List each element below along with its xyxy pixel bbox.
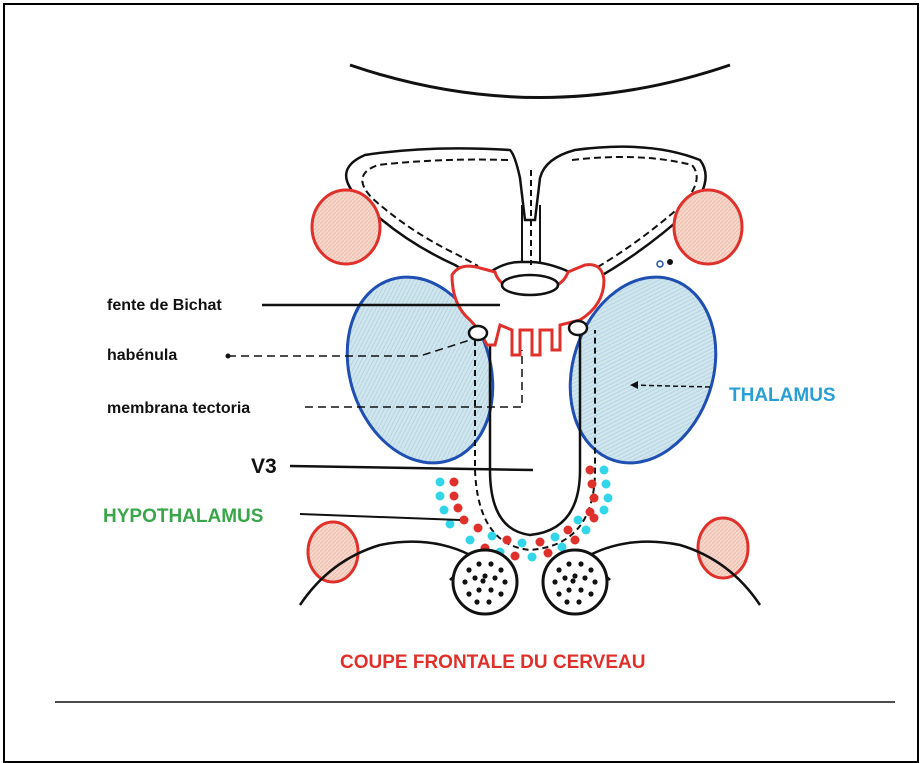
mammillary-dot (476, 587, 481, 592)
hypothalamus-dot (586, 466, 595, 475)
caption-coupe-frontale: COUPE FRONTALE DU CERVEAU (340, 652, 645, 673)
amygdala-right (698, 518, 748, 578)
label-membrana-tectoria: membrana tectoria (107, 400, 250, 417)
hypothalamus-dot (574, 516, 583, 525)
mammillary-dot (486, 599, 491, 604)
mammillary-dot (488, 561, 493, 566)
upper-arc (350, 65, 730, 98)
hypothalamus-dot (436, 478, 445, 487)
mammillary-dot (576, 599, 581, 604)
mammillary-dot (498, 567, 503, 572)
hypothalamus-dot (590, 494, 599, 503)
habenula-leader-dot (226, 354, 231, 359)
hypothalamus-dot (488, 532, 497, 541)
small-dot-black (667, 259, 673, 265)
mammillary-dot (488, 587, 493, 592)
mammillary-dot (466, 567, 471, 572)
label-thalamus: THALAMUS (729, 385, 836, 406)
label-v3: V3 (251, 455, 277, 478)
hypothalamus-dot (600, 506, 609, 515)
hypothalamus-dot (454, 504, 463, 513)
mammillary-dot (556, 567, 561, 572)
mammillary-dot (592, 579, 597, 584)
mammillary-dot (476, 561, 481, 566)
hypothalamus-dot (582, 526, 591, 535)
hypothalamus-dot (446, 520, 455, 529)
lateral-ventricles-outline (346, 147, 705, 282)
mammillary-dot (502, 579, 507, 584)
mammillary-dot (482, 573, 487, 578)
hypothalamus-leader (300, 514, 460, 520)
label-habenula: habénula (107, 347, 177, 364)
amygdala-left (308, 522, 358, 582)
mammillary-dot (562, 575, 567, 580)
hypothalamus-dot (600, 466, 609, 475)
hypothalamus-dot (466, 536, 475, 545)
mammillary-dot (578, 587, 583, 592)
label-hypothalamus: HYPOTHALAMUS (103, 506, 263, 527)
hypothalamus-dot (511, 552, 520, 561)
hypothalamus-dot (551, 533, 560, 542)
mammillary-dot (570, 578, 575, 583)
hypothalamus-dot (602, 480, 611, 489)
small-dot-blue (657, 261, 663, 267)
hypothalamus-dot (588, 480, 597, 489)
mammillary-dot (472, 575, 477, 580)
mammillary-dot (566, 561, 571, 566)
hypothalamus-dot (474, 524, 483, 533)
hypothalamus-dot (436, 492, 445, 501)
hypothalamus-dot (564, 526, 573, 535)
third-ventricle (490, 330, 580, 535)
mammillary-dot (466, 591, 471, 596)
caudate-right (674, 190, 742, 264)
hypothalamus-dot (586, 508, 595, 517)
hypothalamus-dot (460, 516, 469, 525)
mammillary-dot (552, 579, 557, 584)
mammillary-dot (588, 567, 593, 572)
label-fente-de-bichat: fente de Bichat (107, 297, 222, 314)
hypothalamus-dot (518, 539, 527, 548)
bichat-central-oval (502, 275, 558, 295)
hypothalamus-dot (450, 478, 459, 487)
habenula-right (569, 321, 587, 335)
mammillary-dot (566, 587, 571, 592)
hypothalamus-dot (440, 506, 449, 515)
habenula-left (469, 326, 487, 340)
hypothalamus-dot (571, 536, 580, 545)
hypothalamus-dot (503, 536, 512, 545)
mammillary-dot (588, 591, 593, 596)
hypothalamus-dot (528, 553, 537, 562)
mammillary-dot (578, 561, 583, 566)
brain-coronal-section-diagram: fente de Bichat habénula membrana tector… (0, 0, 923, 745)
hypothalamus-dots (436, 466, 613, 562)
hypothalamus-dot (604, 494, 613, 503)
hypothalamus-dot (536, 538, 545, 547)
mammillary-dot (564, 599, 569, 604)
ventricle-dashed-lining (362, 157, 696, 275)
mammillary-dot (492, 575, 497, 580)
caudate-left (312, 190, 380, 264)
v3-leader (290, 466, 533, 470)
mammillary-dot (556, 591, 561, 596)
mammillary-dot (572, 573, 577, 578)
mammillary-dot (480, 578, 485, 583)
mammillary-dot (582, 575, 587, 580)
hypothalamus-dot (544, 549, 553, 558)
mammillary-dot (474, 599, 479, 604)
mammillary-dot (462, 579, 467, 584)
hypothalamus-dot (450, 492, 459, 501)
mammillary-dot (498, 591, 503, 596)
